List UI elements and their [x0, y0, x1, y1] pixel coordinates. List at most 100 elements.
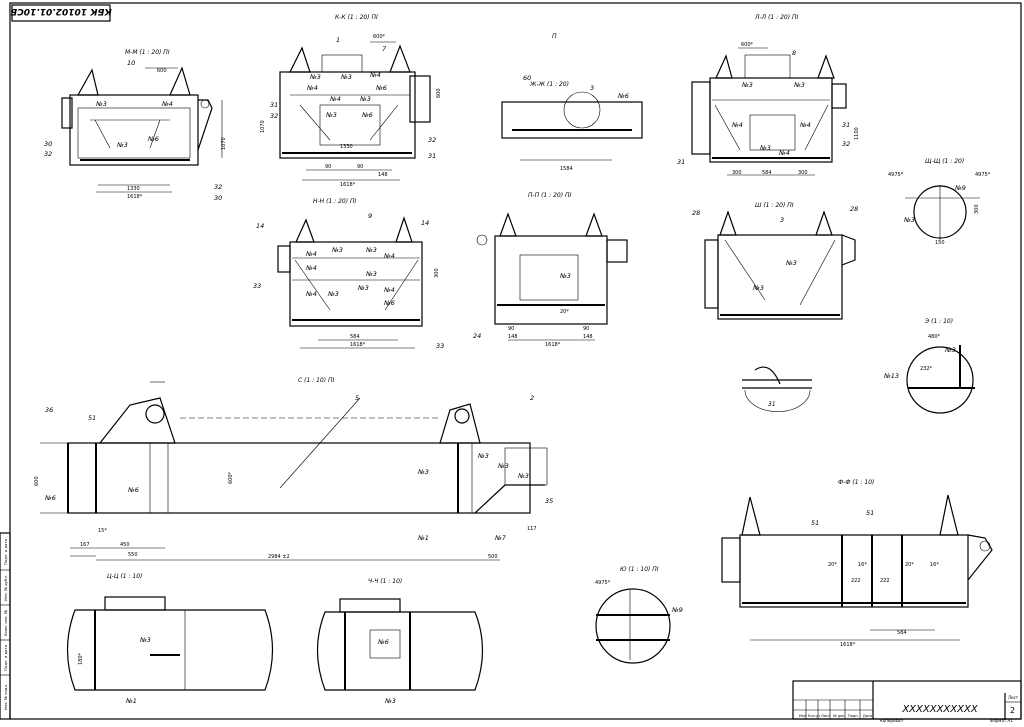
- weld-n3-k2: №3: [340, 73, 352, 81]
- side-strip: Подп. и дата Инв. № дубл. Взам. инв. № П…: [0, 532, 11, 720]
- part-9: 9: [368, 212, 372, 220]
- weld-n3-e: №3: [944, 346, 956, 354]
- weld-n4-k3: №4: [329, 95, 341, 103]
- stamp-code: КБК 10102.01.10СБ: [10, 6, 112, 16]
- dim-600s-k: 600*: [373, 34, 386, 40]
- weld-n3-c3: №3: [497, 462, 509, 470]
- dim-167: 167: [80, 542, 90, 548]
- weld-n3-shch: №3: [903, 216, 915, 224]
- dim-300-shch: 300: [974, 204, 980, 214]
- dim-16-f2: 16*: [930, 562, 939, 568]
- part-2: 2: [530, 394, 534, 402]
- dim-300-n: 300: [434, 268, 440, 278]
- part-32-k2: 32: [428, 136, 436, 144]
- view-l-l-title: Л-Л (1 : 20) ПI: [754, 14, 798, 21]
- stamp-code-box: КБК 10102.01.10СБ: [10, 4, 112, 22]
- weld-n6-k1: №6: [375, 84, 387, 92]
- dim-15: 15*: [98, 528, 107, 534]
- weld-n3-ts: №3: [139, 636, 151, 644]
- part-28-b: 28: [850, 205, 858, 213]
- view-p-p: П-П (1 : 20) ПI №3 20* 24 90 148 90 148 …: [473, 192, 628, 348]
- weld-n4-l2: №4: [799, 121, 811, 129]
- view-f-f-title: Ф-Ф (1 : 10): [838, 479, 874, 486]
- weld-n4-l1: №4: [731, 121, 743, 129]
- weld-n3-ch: №3: [384, 697, 396, 705]
- title-block: Изм Кол.уч Лист № док. Подп. Дата XXXXXX…: [792, 680, 1022, 723]
- part-35: 35: [545, 497, 553, 505]
- dim-300-l2: 300: [798, 170, 808, 176]
- weld-n4-k2: №4: [306, 84, 318, 92]
- tb-col-izm: Изм: [799, 714, 806, 718]
- view-f-f: Ф-Ф (1 : 10) 51 51 20* 16* 20* 16* 222 2…: [721, 479, 993, 648]
- weld-n13: №13: [883, 372, 899, 380]
- part-5: 5: [355, 394, 359, 402]
- dim-1618-n: 1618*: [350, 342, 366, 348]
- dim-1160-l: 1100: [854, 127, 860, 140]
- dim-500: 500: [488, 554, 498, 560]
- part-32-a: 32: [44, 150, 52, 158]
- weld-n6-a: №6: [147, 135, 159, 143]
- weld-n9-yu: №9: [671, 606, 683, 614]
- view-shch: Щ-Щ (1 : 20) 4975* 4975* №9 №3 150 300: [888, 158, 991, 246]
- dim-180: 180*: [78, 652, 84, 665]
- strip-inv-orig: Инв. № подл.: [3, 684, 8, 710]
- part-14-a: 14: [256, 222, 264, 230]
- part-51-f2: 51: [866, 509, 874, 517]
- part-28-a: 28: [692, 209, 700, 217]
- part-1: 1: [336, 36, 340, 44]
- part-51-f1: 51: [811, 519, 819, 527]
- dim-1070-a: 1070: [221, 137, 227, 150]
- view-p-title: П: [552, 33, 557, 40]
- view-p-p-title: П-П (1 : 20) ПI: [528, 192, 571, 199]
- part-31-l2: 31: [842, 121, 850, 129]
- weld-n6-p: №6: [617, 92, 629, 100]
- view-c: С (1 : 10) ПI 5 2 36 51 №6 №6 №3 №3 №3 №…: [34, 377, 553, 561]
- part-33-a: 33: [253, 282, 261, 290]
- weld-n3-pp: №3: [559, 272, 571, 280]
- view-n-n-title: Н-Н (1 : 20) ПI: [313, 198, 356, 205]
- part-31-k: 31: [270, 101, 278, 109]
- dim-222-f2: 222: [880, 578, 890, 584]
- view-hook: 31: [742, 366, 812, 412]
- part-32-b: 32: [214, 183, 222, 191]
- dim-16-f1: 16*: [858, 562, 867, 568]
- weld-n4-k1: №4: [369, 71, 381, 79]
- dim-450: 450: [120, 542, 130, 548]
- dim-90-k1: 90: [325, 164, 331, 170]
- dim-90-pp1: 90: [508, 326, 514, 332]
- view-k-k-title: К-К (1 : 20) ПI: [335, 14, 378, 21]
- tb-col-date: Дата: [863, 714, 872, 718]
- dim-4975-b: 4975*: [975, 172, 991, 178]
- weld-n4-a: №4: [161, 100, 173, 108]
- part-32-l: 32: [842, 140, 850, 148]
- weld-n3-c2: №3: [477, 452, 489, 460]
- weld-n7-c: №7: [494, 534, 507, 542]
- weld-n4-n3: №4: [305, 264, 317, 272]
- weld-n3-l1: №3: [741, 81, 753, 89]
- tb-copied: Копировал: [880, 718, 903, 723]
- dim-148-pp2: 148: [583, 334, 593, 340]
- weld-n3-l2: №3: [793, 81, 805, 89]
- dim-150: 150: [935, 240, 945, 246]
- part-31-k2: 31: [428, 152, 436, 160]
- dim-1330-a: 1330: [127, 186, 140, 192]
- weld-n6-n1: №6: [383, 299, 395, 307]
- dim-300-l1: 300: [732, 170, 742, 176]
- dim-90-k2: 90: [357, 164, 363, 170]
- view-ch-ch: Ч-Ч (1 : 10) №6 №3: [316, 578, 484, 705]
- dim-600: 600: [157, 68, 167, 74]
- view-zh-zh-title: Ж-Ж (1 : 20): [529, 81, 569, 88]
- weld-n4-l3: №4: [778, 149, 790, 157]
- weld-n3-c4: №3: [517, 472, 529, 480]
- weld-n4-n4: №4: [305, 290, 317, 298]
- part-30-b: 30: [214, 194, 222, 202]
- strip-inv-dub: Инв. № дубл.: [3, 575, 8, 601]
- weld-n3-a: №3: [95, 100, 107, 108]
- sheet-border: [9, 2, 1022, 720]
- tb-col-sign: Подп.: [848, 714, 859, 718]
- dim-90-pp2: 90: [583, 326, 589, 332]
- view-ts-ts: Ц-Ц (1 : 10) №3 №1 180*: [66, 573, 274, 705]
- strip-inv-dup: Взам. инв. №: [3, 610, 8, 636]
